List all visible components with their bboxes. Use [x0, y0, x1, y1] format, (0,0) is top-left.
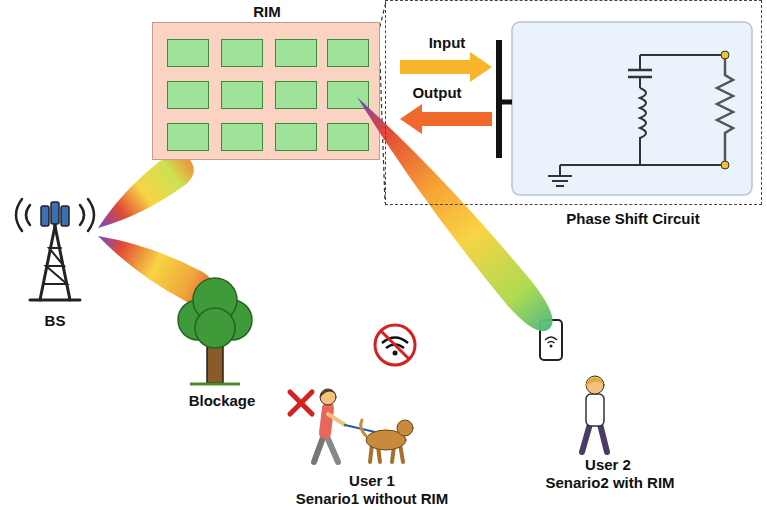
signal-label: Output: [412, 84, 461, 101]
node-heading: Phase Shift Circuit: [566, 210, 699, 227]
terminal: [721, 161, 729, 169]
reflecting-element: [221, 39, 263, 67]
reflecting-element: [275, 123, 317, 151]
reflecting-element: [167, 81, 209, 109]
node-heading: RIM: [253, 3, 281, 20]
reflecting-element: [167, 123, 209, 151]
base-station-tower: [16, 199, 94, 300]
beam: [98, 153, 194, 228]
beam: [153, 23, 381, 161]
reflecting-element: [221, 81, 263, 109]
signal-label: Input: [429, 34, 466, 51]
no-signal-icon: [375, 325, 415, 365]
input-arrow: [400, 52, 492, 82]
cross-mark: [290, 392, 312, 414]
user-walking-dog: [314, 389, 413, 462]
reflecting-element: [327, 39, 369, 67]
terminal: [721, 51, 729, 59]
station-label: BS: [45, 312, 66, 329]
user-standing: [582, 376, 607, 452]
object-label: Blockage: [189, 392, 256, 409]
circuit-wires: [548, 55, 733, 186]
circuit-callout-box: Phase Shift Circuit: [385, 0, 762, 205]
scenario-label: Senario2 with RIM: [545, 474, 674, 491]
feed-line: [496, 40, 502, 158]
reflecting-element: [275, 81, 317, 109]
scenario-label: Senario1 without RIM: [296, 490, 449, 507]
rim-panel: RIM: [152, 22, 380, 160]
tree: [178, 278, 252, 384]
reflecting-element: [221, 123, 263, 151]
user-label: User 2: [585, 456, 631, 473]
reflecting-element: [167, 39, 209, 67]
beam: [357, 97, 553, 331]
circuit-panel: [512, 22, 752, 195]
feed-line: [502, 100, 512, 105]
output-arrow: [400, 104, 492, 134]
antenna: [41, 202, 69, 226]
reflecting-element: [275, 39, 317, 67]
reflecting-element: [327, 123, 369, 151]
user-label: User 1: [349, 472, 395, 489]
